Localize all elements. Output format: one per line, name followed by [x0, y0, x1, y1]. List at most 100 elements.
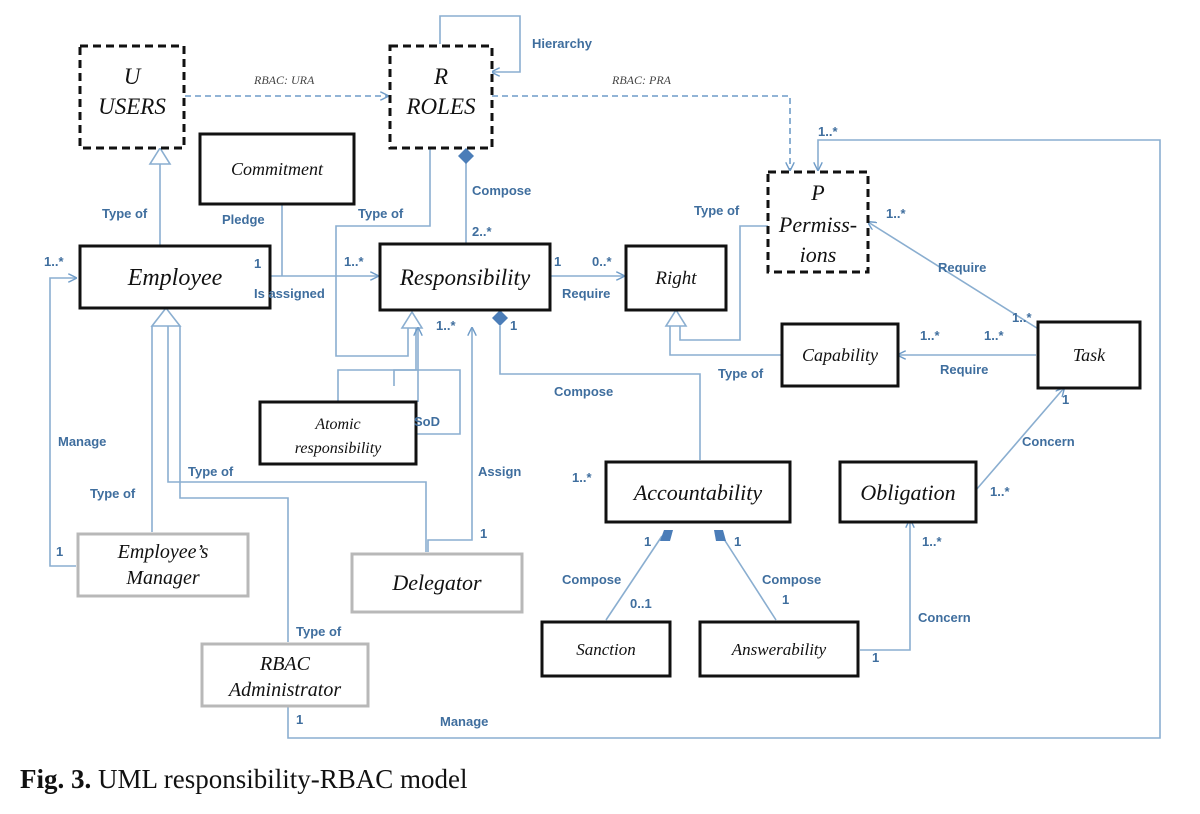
label-employee-type-of: Type of [102, 206, 148, 221]
label-delegator-mult: 1 [480, 526, 487, 541]
box-permissions-line3: ions [800, 242, 837, 267]
box-sanction-label: Sanction [576, 640, 636, 659]
edge-labels: RBAC: URA RBAC: PRA Hierarchy Type of Pl… [44, 36, 1075, 729]
box-permissions-line1: P [810, 180, 824, 205]
admin-manage-edge [287, 139, 1161, 739]
label-capability-mult: 1..* [920, 328, 940, 343]
label-obligation-mult: 1..* [990, 484, 1010, 499]
label-right-mult: 0..* [592, 254, 612, 269]
label-resp-right-mult: 1 [554, 254, 561, 269]
box-users-line1: U [124, 64, 142, 89]
label-task-perm-require: Require [938, 260, 986, 275]
label-sanction-mult: 0..1 [630, 596, 652, 611]
manager-manage-edge [49, 278, 76, 567]
label-sanction-compose: Compose [562, 572, 621, 587]
label-resp-mult: 1..* [344, 254, 364, 269]
box-permissions-line2: Permiss- [778, 212, 857, 237]
label-perm-mult: 1..* [886, 206, 906, 221]
box-roles-line1: R [433, 64, 448, 89]
atomic-typeof-edge [337, 328, 417, 402]
box-obligation[interactable]: Obligation [838, 460, 978, 524]
label-pledge: Pledge [222, 212, 265, 227]
box-commitment-label: Commitment [231, 159, 324, 179]
box-delegator-label: Delegator [391, 570, 482, 595]
label-answer-compose: Compose [762, 572, 821, 587]
label-task-perm-mult: 1..* [1012, 310, 1032, 325]
hierarchy-edge [439, 15, 521, 72]
label-rbac-pra: RBAC: PRA [611, 73, 672, 87]
admin-typeof-edge [179, 326, 289, 642]
label-answer-comp-mult: 1 [734, 534, 741, 549]
box-right-label: Right [654, 268, 697, 289]
box-atomic-responsibility[interactable]: Atomic responsibility [258, 400, 418, 466]
box-atomic-line1: Atomic [314, 416, 360, 433]
sod-edge [393, 369, 461, 435]
box-manager-line2: Manager [125, 567, 200, 589]
label-task-cap-mult: 1..* [984, 328, 1004, 343]
box-rbac-administrator[interactable]: RBAC Administrator [200, 642, 370, 708]
box-employees-manager[interactable]: Employee’s Manager [76, 532, 250, 598]
box-task[interactable]: Task [1036, 320, 1142, 390]
label-manager-manage: Manage [58, 434, 106, 449]
box-atomic-line2: responsibility [295, 440, 382, 457]
sanction-composition-icon [660, 530, 673, 541]
label-sod: SoD [414, 414, 440, 429]
label-employee-mult: 1 [254, 256, 261, 271]
box-responsibility[interactable]: Responsibility [378, 242, 552, 312]
label-admin-perm-mult: 1..* [818, 124, 838, 139]
label-obligation-concern: Concern [1022, 434, 1075, 449]
box-answerability[interactable]: Answerability [698, 620, 860, 678]
box-permissions[interactable]: P Permiss- ions [766, 170, 870, 274]
box-commitment[interactable]: Commitment [198, 132, 356, 206]
label-is-assigned: Is assigned [254, 286, 325, 301]
label-resp-right-require: Require [562, 286, 610, 301]
box-users-line2: USERS [98, 94, 166, 119]
label-obligation-answer-mult: 1..* [922, 534, 942, 549]
cap-typeof-right-edge [669, 326, 782, 356]
caption-text: UML responsibility-RBAC model [91, 764, 468, 794]
answerability-edge [721, 535, 777, 621]
resp-generalization-icon [400, 310, 424, 329]
label-perm-type-of: Type of [694, 203, 740, 218]
box-accountability[interactable]: Accountability [604, 460, 792, 524]
box-users[interactable]: U USERS [78, 44, 186, 150]
box-answerability-label: Answerability [731, 640, 827, 659]
label-delegator-type-of: Type of [188, 464, 234, 479]
right-generalization-icon [664, 308, 688, 327]
box-task-label: Task [1073, 345, 1106, 365]
connections [49, 15, 1161, 739]
delegator-typeof-edge [167, 326, 427, 552]
employee-generalization-icon [150, 306, 182, 327]
box-capability[interactable]: Capability [780, 322, 900, 388]
label-rbac-ura: RBAC: URA [253, 73, 315, 87]
answerability-composition-icon [714, 530, 726, 541]
label-answer-mult: 1 [782, 592, 789, 607]
label-atomic-mult: 1..* [436, 318, 456, 333]
caption-label: Fig. 3. [20, 764, 92, 794]
accountability-resp-edge [499, 326, 701, 460]
label-hierarchy: Hierarchy [532, 36, 593, 51]
box-delegator[interactable]: Delegator [350, 552, 524, 614]
box-manager-line1: Employee’s [117, 541, 209, 563]
label-answerability-mult: 1 [872, 650, 879, 665]
label-answer-concern: Concern [918, 610, 971, 625]
box-employee-label: Employee [127, 265, 223, 291]
box-accountability-label: Accountability [632, 480, 763, 505]
box-rbacadmin-line1: RBAC [259, 653, 311, 675]
box-rbacadmin-line2: Administrator [227, 679, 341, 701]
box-obligation-label: Obligation [860, 480, 955, 505]
label-admin-mult: 1 [296, 712, 303, 727]
box-roles-line2: ROLES [406, 94, 477, 119]
label-roles-mult: 2..* [472, 224, 492, 239]
label-manager-type-of: Type of [90, 486, 136, 501]
box-sanction[interactable]: Sanction [540, 620, 672, 678]
label-employee-manage-mult: 1..* [44, 254, 64, 269]
box-roles[interactable]: R ROLES [388, 44, 494, 150]
label-manager-mult: 1 [56, 544, 63, 559]
figure-caption: Fig. 3. UML responsibility-RBAC model [20, 764, 468, 795]
box-employee[interactable]: Employee [78, 244, 272, 310]
box-responsibility-label: Responsibility [399, 265, 531, 290]
sanction-edge [605, 535, 663, 621]
resp-composition-icon [492, 310, 508, 326]
box-right[interactable]: Right [624, 244, 728, 312]
